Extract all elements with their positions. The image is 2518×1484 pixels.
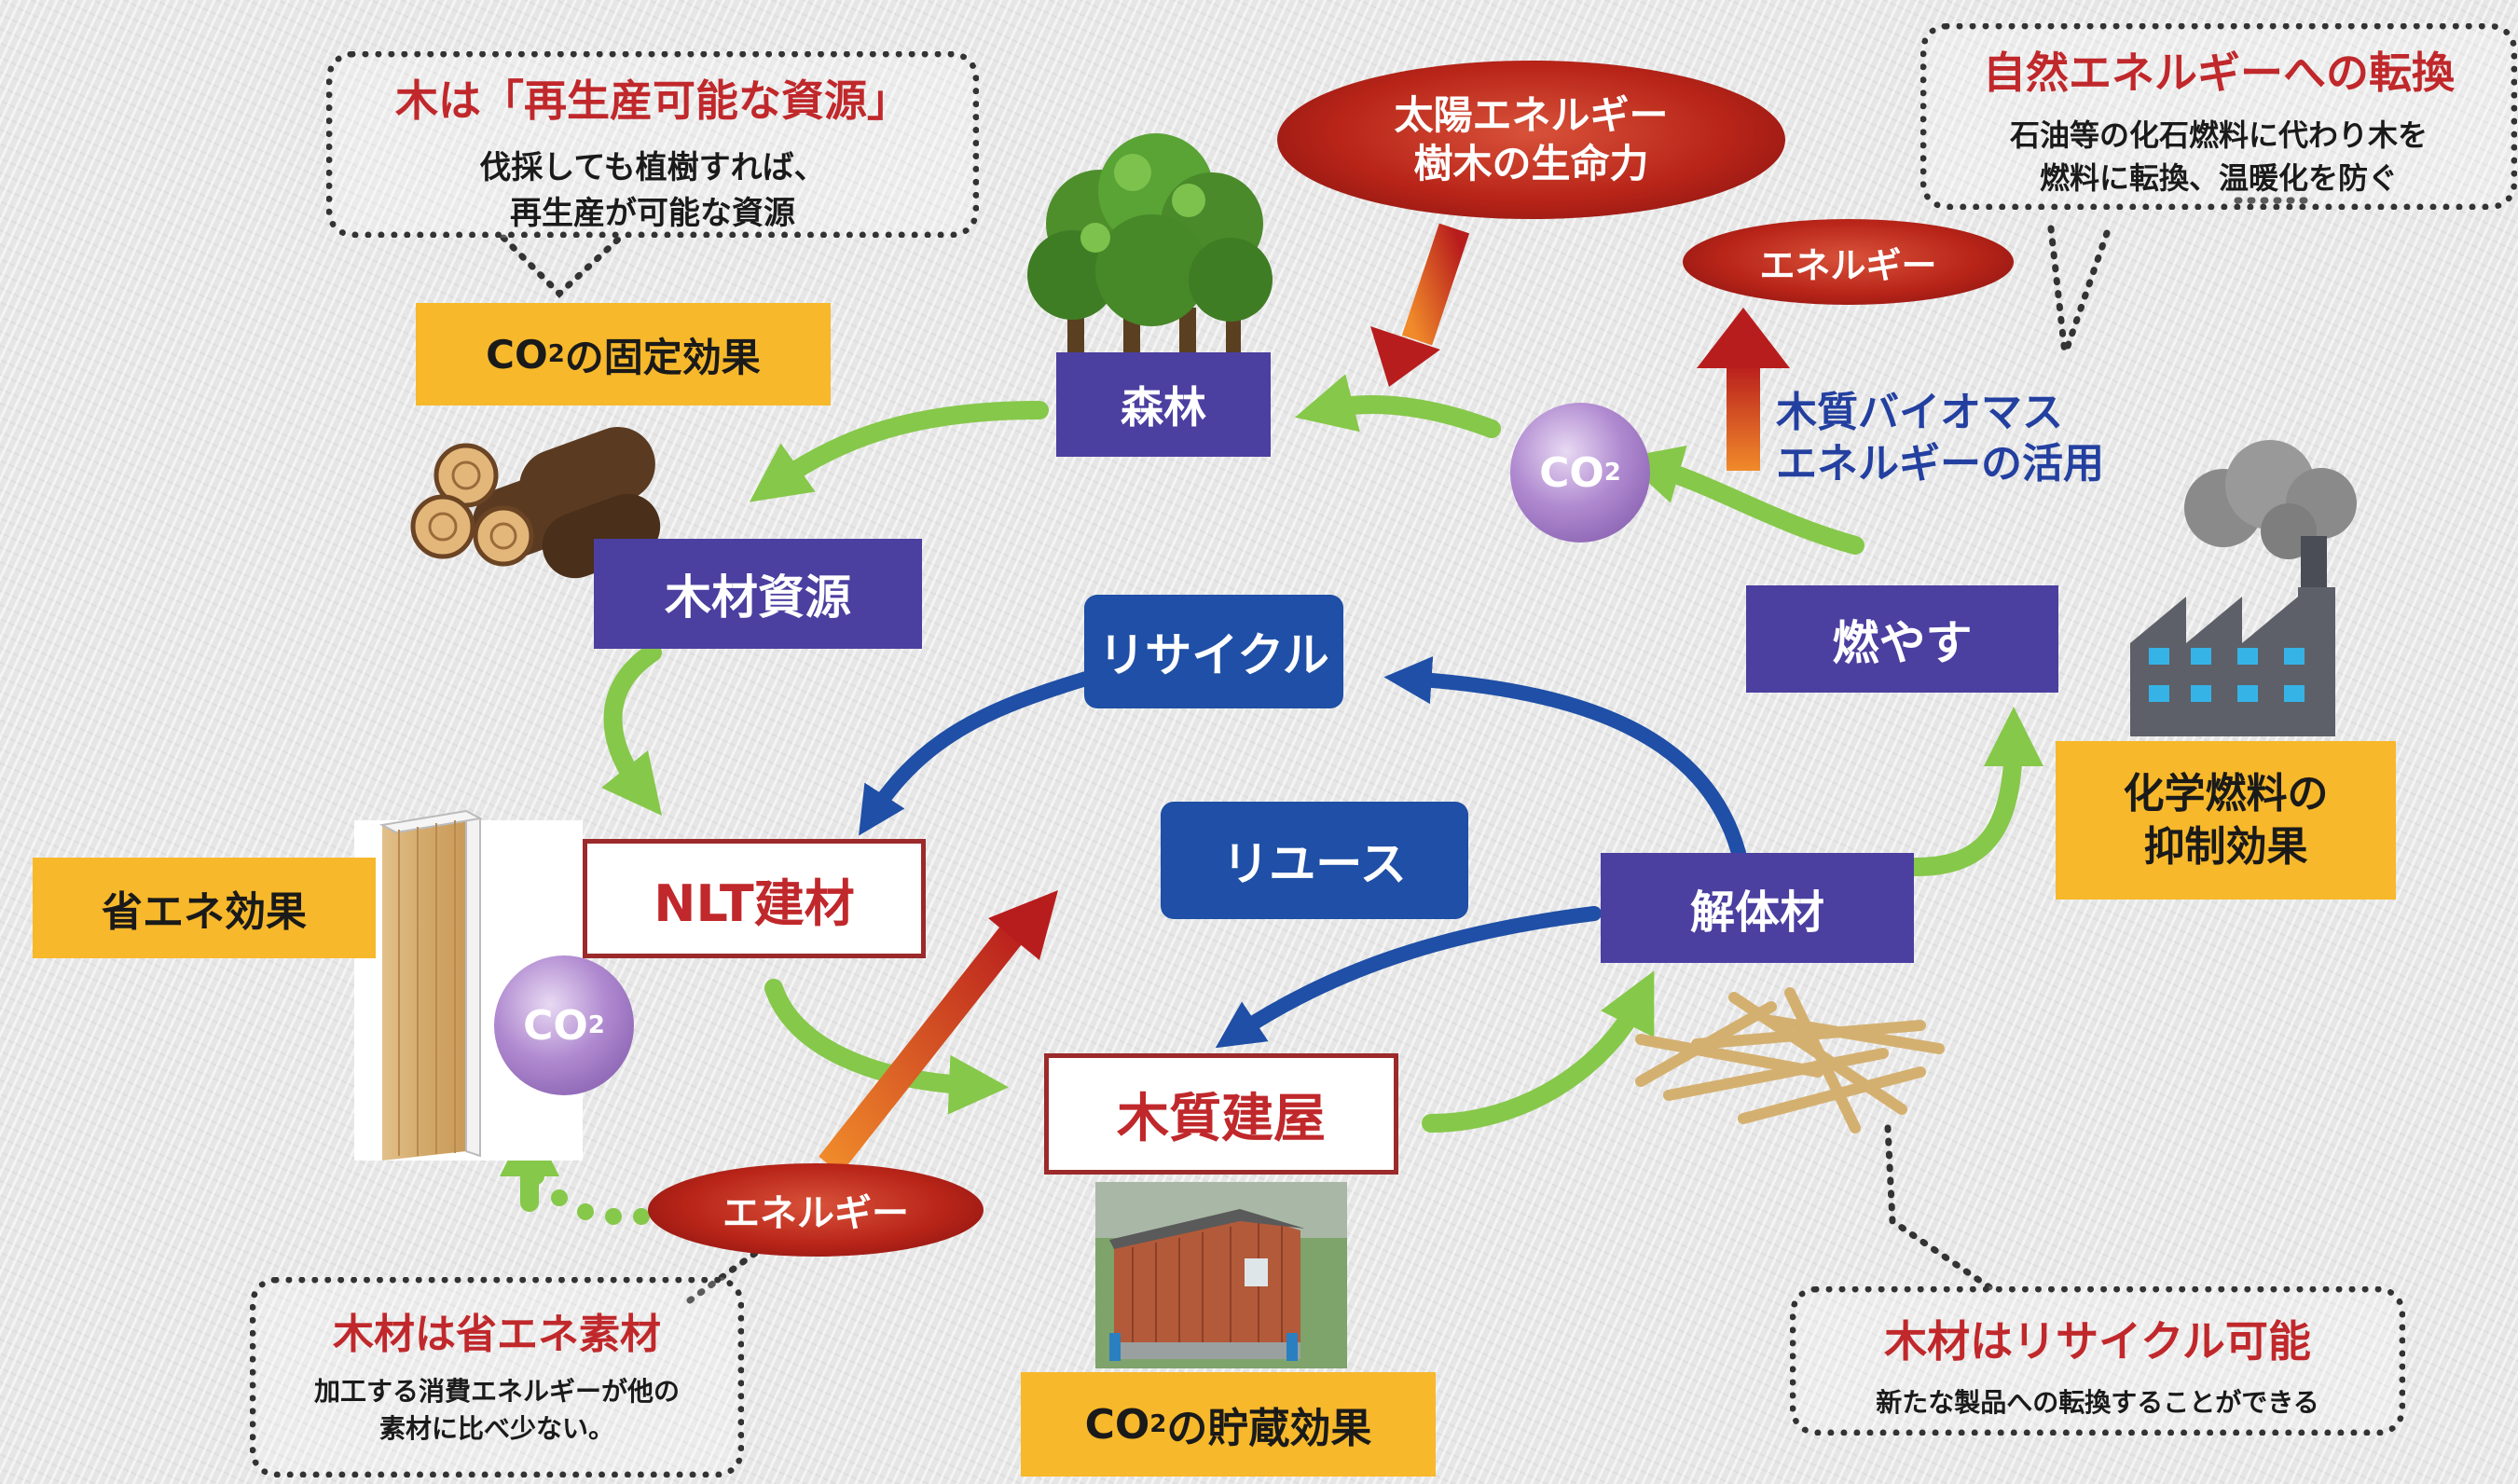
node-recycle: リサイクル [1084, 595, 1343, 708]
callout-text: 伐採しても植樹すれば、 [479, 149, 826, 186]
tree-icon [1027, 133, 1273, 364]
callout-recyclable: 木材はリサイクル可能 新たな製品への転換することができる [1790, 1286, 2405, 1436]
co2-label: CO [523, 1001, 588, 1050]
effect-subscript: 2 [547, 340, 565, 368]
effect-subscript: 2 [1149, 1410, 1167, 1438]
callout-text: 燃料に転換、温暖化を防ぐ [2039, 160, 2398, 196]
wood-chips-icon [1635, 987, 1945, 1134]
callout-renewable: 木は「再生産可能な資源」 伐採しても植樹すれば、 再生産が可能な資源 [326, 51, 979, 238]
callout-natural-energy: 自然エネルギーへの転換 石油等の化石燃料に代わり木を 燃料に転換、温暖化を防ぐ [1920, 23, 2517, 210]
dotted-green-line [528, 1168, 650, 1225]
building-photo [1095, 1182, 1347, 1368]
co2-subscript: 2 [587, 1011, 605, 1039]
effect-line: 抑制効果 [2143, 823, 2308, 871]
energy-oval-bottom: エネルギー [648, 1163, 984, 1257]
node-timber-resource: 木材資源 [594, 539, 922, 649]
callout-title: 木材はリサイクル可能 [1884, 1316, 2311, 1367]
callout-text: 素材に比べ少ない。 [378, 1413, 614, 1444]
solar-energy-oval: 太陽エネルギー 樹木の生命力 [1277, 61, 1785, 219]
node-nlt-material: NLT建材 [583, 839, 926, 958]
node-wooden-building: 木質建屋 [1044, 1053, 1398, 1175]
energy-arrows [819, 223, 1790, 1175]
co2-subscript: 2 [1603, 459, 1621, 487]
energy-oval-top: エネルギー [1683, 219, 2014, 305]
logs-icon [410, 427, 661, 579]
oval-line: 樹木の生命力 [1413, 141, 1649, 186]
node-burn: 燃やす [1746, 585, 2058, 693]
factory-icon [2130, 440, 2357, 736]
effect-line: 化学燃料の [2123, 769, 2329, 818]
oval-line: 太陽エネルギー [1394, 91, 1669, 138]
effect-text: CO [1084, 1400, 1150, 1449]
callout-text: 加工する消費エネルギーが他の [313, 1376, 680, 1407]
blue-arrows [859, 656, 1746, 1049]
effect-text: CO [486, 331, 548, 378]
callout-text: 新たな製品への転換することができる [1876, 1387, 2319, 1418]
callout-text: 石油等の化石燃料に代わり木を [2009, 117, 2428, 153]
biomass-line: 木質バイオマス [1776, 389, 2063, 436]
biomass-line: エネルギーの活用 [1776, 440, 2104, 488]
callout-energy-material: 木材は省エネ素材 加工する消費エネルギーが他の 素材に比べ少ない。 [250, 1277, 744, 1477]
oval-label: エネルギー [1759, 244, 1937, 286]
effect-text: の固定効果 [564, 334, 761, 380]
node-demolition: 解体材 [1601, 853, 1914, 963]
callout-text: 再生産が可能な資源 [510, 195, 795, 232]
biomass-text: 木質バイオマス エネルギーの活用 [1776, 387, 2104, 489]
oval-label: エネルギー [722, 1192, 909, 1235]
node-reuse: リユース [1161, 802, 1468, 919]
callout-title: 木材は省エネ素材 [333, 1311, 661, 1358]
co2-label: CO [1539, 448, 1604, 497]
callout-tails [500, 197, 2316, 1304]
effect-chemical-fuel: 化学燃料の 抑制効果 [2056, 741, 2396, 900]
callout-title: 自然エネルギーへの転換 [1983, 48, 2455, 98]
effect-text: の貯蔵効果 [1166, 1405, 1372, 1452]
node-forest: 森林 [1056, 352, 1271, 457]
callout-title: 木は「再生産可能な資源」 [395, 76, 910, 126]
effect-energy-saving: 省エネ効果 [33, 858, 376, 958]
